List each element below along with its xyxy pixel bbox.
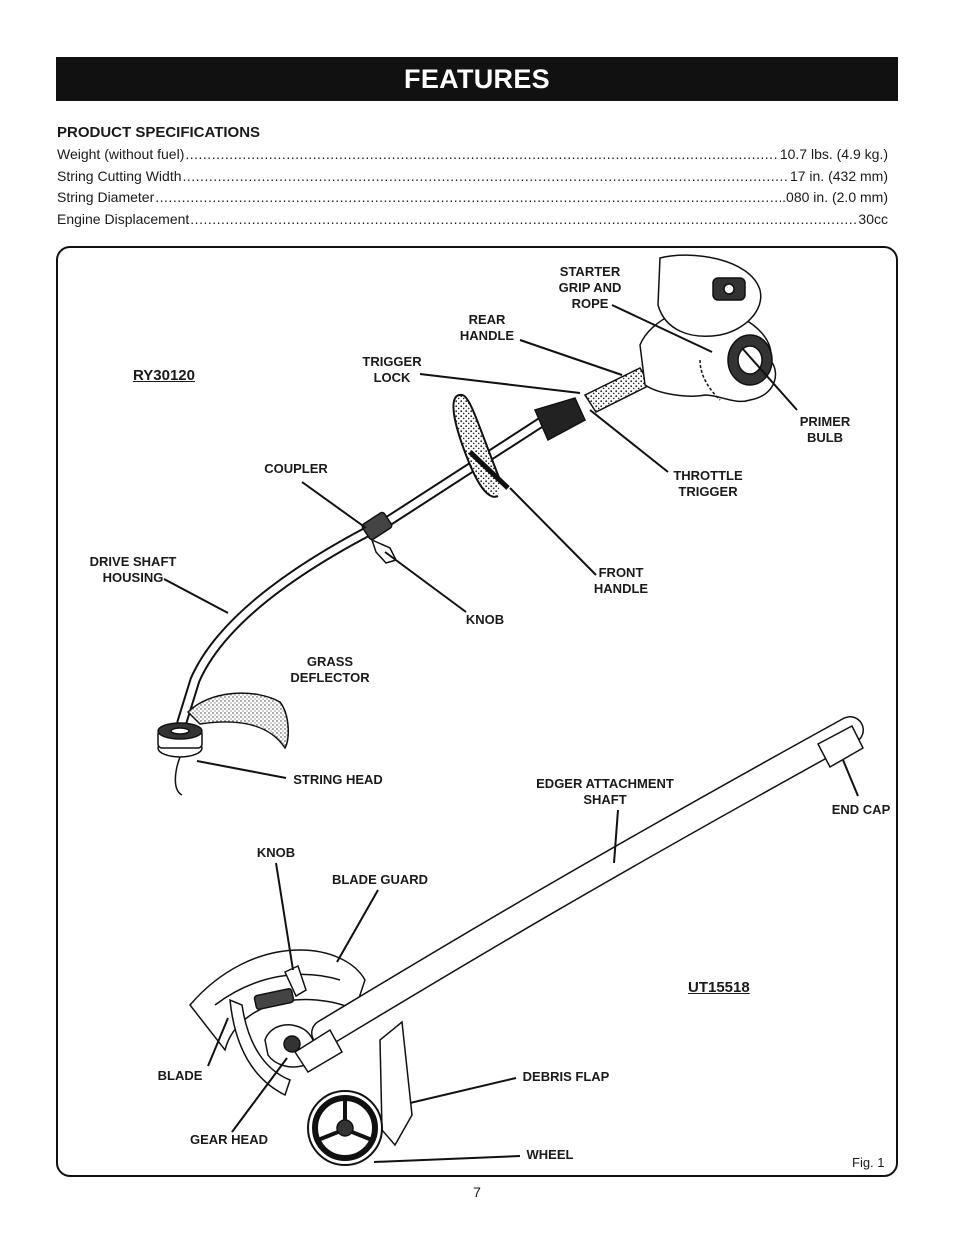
callout-gear-head: GEAR HEAD [189,1132,268,1147]
throttle-part [533,397,586,442]
trimmer-knob-part [370,538,398,564]
callout-front-handle: FRONT HANDLE [593,565,649,596]
coupler-part [361,511,393,541]
spec-value: 17 in. (432 mm) [789,167,888,184]
features-banner: FEATURES [56,57,898,101]
callout-end-cap: END CAP [831,802,891,817]
callout-edger-attachment-shaft: EDGER ATTACHMENT SHAFT [536,776,674,807]
figure-frame [56,246,898,1177]
spec-label: Engine Displacement [57,211,190,228]
edger-blade-part [229,998,291,1097]
callout-edger-knob: KNOB [256,845,296,860]
model-label-trimmer: RY30120 [133,367,195,384]
callout-string-head: STRING HEAD [293,772,383,787]
rear-handle-part [583,367,652,413]
leader-lines [163,304,859,1163]
page-title: FEATURES [404,63,550,94]
spec-row-cutting-width: String Cutting Width 17 in. (432 mm) [57,168,888,190]
spec-row-engine-displacement: Engine Displacement 30cc [57,211,888,233]
callout-blade: BLADE [157,1068,203,1083]
callout-starter-grip-and-rope: STARTER GRIP AND ROPE [558,264,622,311]
edger-attachment [189,716,864,1166]
callout-debris-flap: DEBRIS FLAP [522,1069,610,1084]
end-cap-part [816,724,864,769]
callout-rear-handle: REAR HANDLE [459,312,515,343]
specifications-list: Weight (without fuel) 10.7 lbs. (4.9 kg.… [57,146,888,233]
callout-grass-deflector: GRASS DEFLECTOR [290,654,370,685]
callout-coupler: COUPLER [264,461,328,476]
spec-label: Weight (without fuel) [57,146,185,162]
specifications-heading: PRODUCT SPECIFICATIONS [57,124,261,141]
debris-flap-part [379,1020,413,1147]
spec-label: String Diameter [57,189,155,206]
spec-value: 10.7 lbs. (4.9 kg.) [779,146,888,162]
spec-value: .080 in. (2.0 mm) [782,189,888,206]
callout-wheel: WHEEL [526,1147,574,1162]
front-handle-part [452,393,501,498]
callout-trimmer-knob: KNOB [465,612,505,627]
spec-value: 30cc [858,211,888,228]
callout-drive-shaft-housing: DRIVE SHAFT HOUSING [89,554,177,585]
page-number: 7 [473,1184,481,1200]
callout-primer-bulb: PRIMER BULB [799,414,851,445]
string-trimmer [157,254,777,796]
figure-caption: Fig. 1 [852,1155,885,1170]
model-label-edger: UT15518 [688,979,750,996]
callout-blade-guard: BLADE GUARD [331,872,429,887]
callout-trigger-lock: TRIGGER LOCK [362,354,422,385]
spec-row-string-diameter: String Diameter .080 in. (2.0 mm) [57,189,888,211]
spec-label: String Cutting Width [57,167,182,184]
callout-throttle-trigger: THROTTLE TRIGGER [673,468,743,499]
spec-row-weight: Weight (without fuel) 10.7 lbs. (4.9 kg.… [57,146,888,168]
grass-deflector-part [186,692,290,750]
